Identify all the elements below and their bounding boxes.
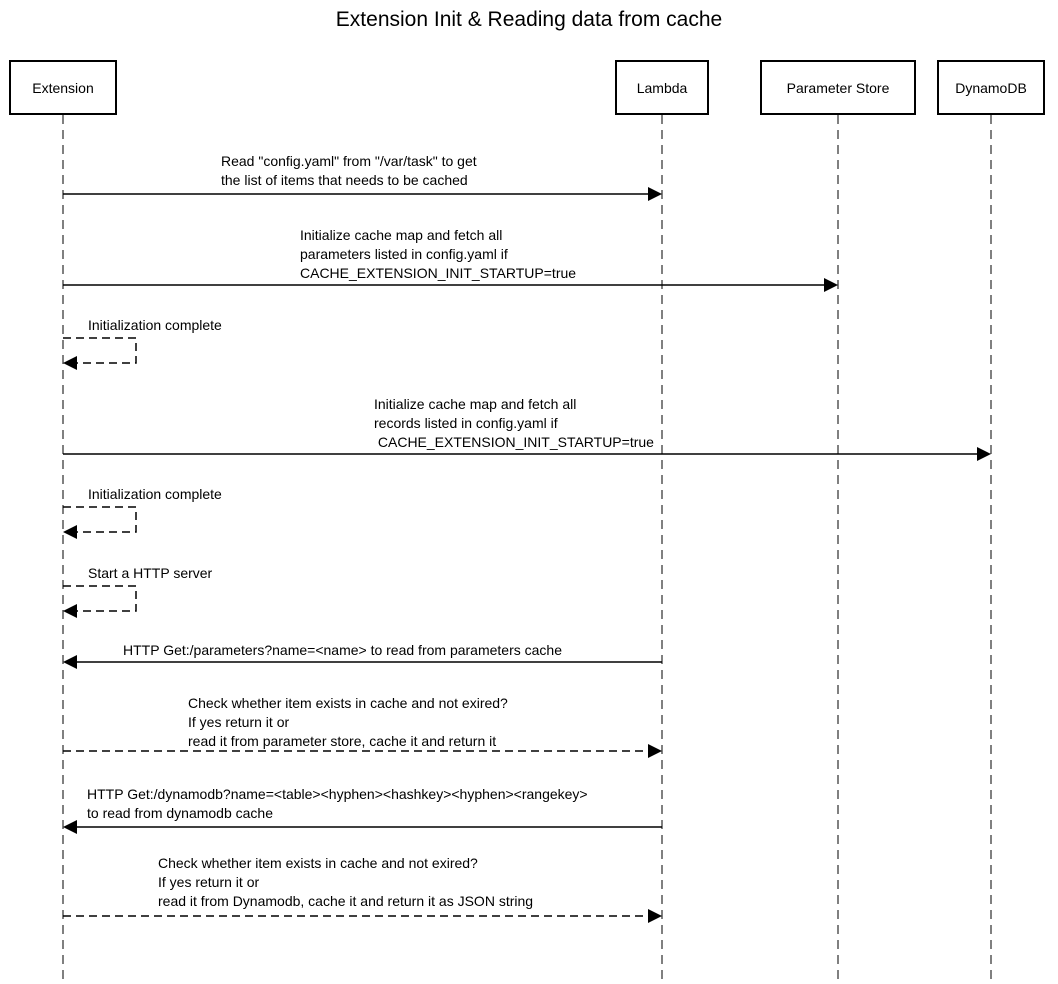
message-label-line: records listed in config.yaml if [374, 415, 558, 431]
message-label-1: Read "config.yaml" from "/var/task" to g… [221, 152, 477, 190]
message-arrow-9 [63, 820, 662, 834]
message-arrow-2 [63, 278, 838, 292]
message-arrow-7 [63, 655, 662, 669]
message-label-line: Initialize cache map and fetch all [300, 227, 503, 243]
message-label-8: Check whether item exists in cache and n… [188, 694, 508, 751]
message-label-line: the list of items that needs to be cache… [221, 172, 468, 188]
message-arrow-6 [63, 585, 137, 618]
message-label-line: Initialization complete [88, 317, 222, 333]
message-label-line: Initialize cache map and fetch all [374, 396, 577, 412]
message-label-line: Start a HTTP server [88, 565, 213, 581]
diagram-title: Extension Init & Reading data from cache [335, 8, 723, 31]
actor-dynamodb: DynamoDB [937, 60, 1045, 115]
message-label-4: Initialize cache map and fetch all record… [374, 395, 654, 452]
message-label-line: Initialization complete [88, 486, 222, 502]
message-label-3: Initialization complete [88, 316, 222, 335]
message-label-9: HTTP Get:/dynamodb?name=<table><hyphen><… [87, 785, 588, 823]
message-label-6: Start a HTTP server [88, 564, 212, 583]
message-label-line: CACHE_EXTENSION_INIT_STARTUP=true [300, 265, 577, 281]
message-label-line: to read from dynamodb cache [87, 805, 273, 821]
message-label-7: HTTP Get:/parameters?name=<name> to read… [123, 641, 562, 660]
message-label-line: Check whether item exists in cache and n… [158, 855, 478, 871]
message-label-line: Check whether item exists in cache and n… [188, 695, 508, 711]
message-label-10: Check whether item exists in cache and n… [158, 854, 533, 911]
message-label-2: Initialize cache map and fetch all parame… [300, 226, 576, 283]
message-label-line: Read "config.yaml" from "/var/task" to g… [221, 153, 477, 169]
message-arrow-1 [63, 187, 662, 201]
message-label-line: If yes return it or [188, 714, 290, 730]
message-label-line: HTTP Get:/dynamodb?name=<table><hyphen><… [87, 786, 588, 802]
actor-lambda: Lambda [615, 60, 709, 115]
message-arrow-5 [63, 506, 137, 539]
message-label-line: HTTP Get:/parameters?name=<name> to read… [123, 642, 563, 658]
message-label-line: parameters listed in config.yaml if [300, 246, 508, 262]
message-label-5: Initialization complete [88, 485, 222, 504]
message-arrow-4 [63, 447, 991, 461]
message-arrow-10 [63, 909, 662, 923]
message-label-line: If yes return it or [158, 874, 260, 890]
message-label-line: CACHE_EXTENSION_INIT_STARTUP=true [374, 434, 654, 450]
message-label-line: read it from parameter store, cache it a… [188, 733, 497, 749]
message-arrow-8 [63, 744, 662, 758]
message-arrow-3 [63, 337, 137, 370]
actor-extension: Extension [9, 60, 117, 115]
actor-parameter-store: Parameter Store [760, 60, 916, 115]
message-label-line: read it from Dynamodb, cache it and retu… [158, 893, 534, 909]
